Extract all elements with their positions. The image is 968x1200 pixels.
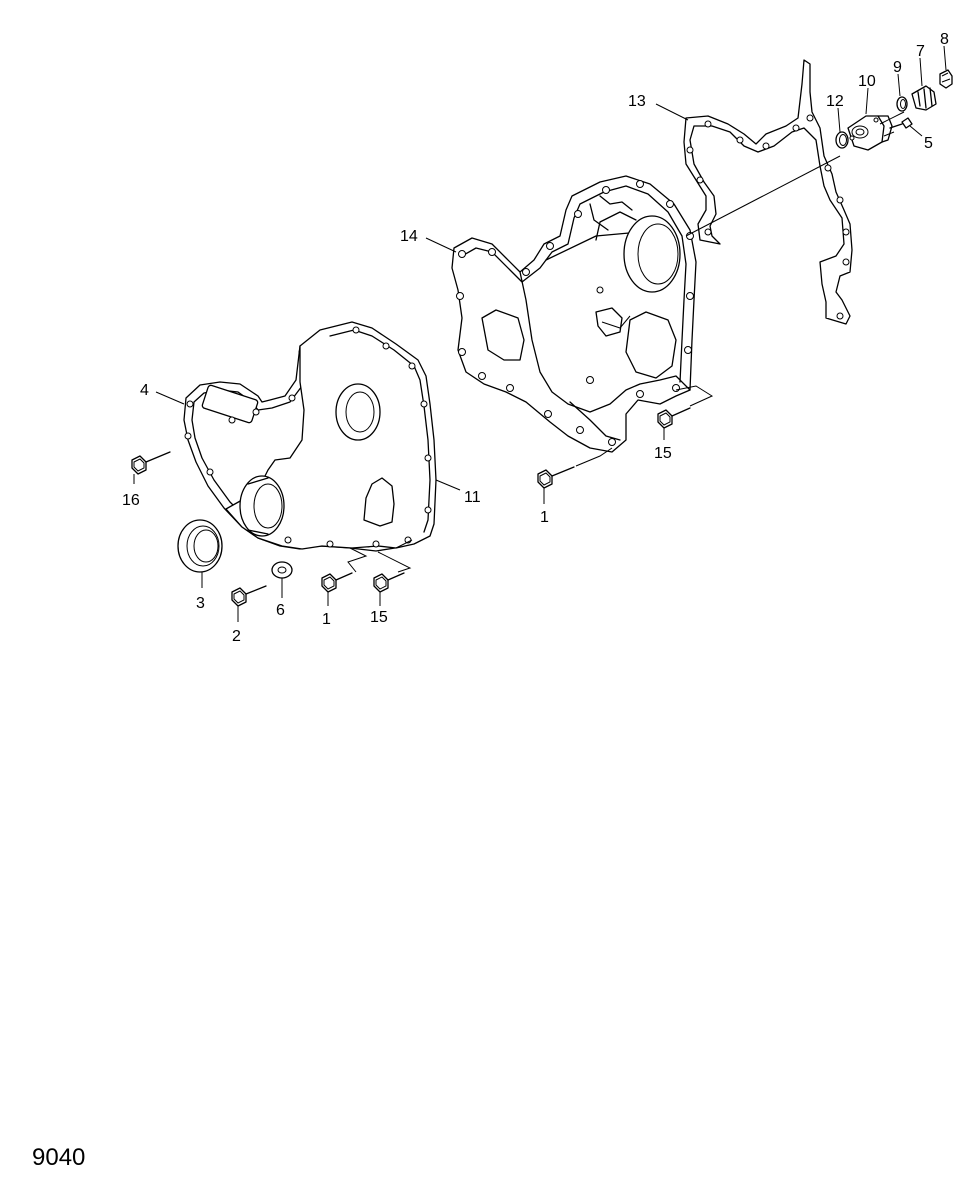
gear-housing[interactable] — [451, 175, 697, 453]
washer[interactable] — [271, 561, 293, 579]
callout-15-rear: 15 — [654, 445, 672, 462]
sensor-body[interactable] — [911, 85, 937, 111]
callout-1-rear: 1 — [540, 509, 549, 526]
sensor-cap[interactable] — [939, 69, 953, 89]
leader-lines — [133, 45, 947, 622]
callout-7: 7 — [916, 43, 925, 60]
drawing-number: 9040 — [32, 1144, 86, 1171]
callout-14: 14 — [400, 228, 418, 245]
callout-5: 5 — [924, 135, 933, 152]
bolt-2[interactable] — [231, 585, 267, 607]
assembly-line-front — [347, 539, 413, 573]
bolt-15-rear[interactable] — [657, 407, 691, 429]
bolt-1-front[interactable] — [321, 572, 353, 593]
assembly-axis-line — [685, 155, 841, 237]
callout-15-front: 15 — [370, 609, 388, 626]
callout-8: 8 — [940, 31, 949, 48]
callout-11: 11 — [464, 489, 481, 506]
callout-13: 13 — [628, 93, 646, 110]
callout-6: 6 — [276, 602, 285, 619]
callout-3: 3 — [196, 595, 205, 612]
o-ring-9[interactable] — [896, 96, 908, 112]
bolt-1-rear[interactable] — [537, 466, 575, 489]
callout-9: 9 — [893, 59, 902, 76]
sensor-housing[interactable] — [847, 115, 893, 151]
callout-12: 12 — [826, 93, 844, 110]
callout-4: 4 — [140, 382, 149, 399]
o-ring-12[interactable] — [835, 131, 849, 149]
bolt-15-front[interactable] — [373, 572, 405, 593]
callout-10: 10 — [858, 73, 876, 90]
callout-16: 16 — [122, 492, 140, 509]
callout-1-front: 1 — [322, 611, 331, 628]
callout-2: 2 — [232, 628, 241, 645]
housing-gasket[interactable] — [683, 59, 853, 325]
sensor-axis-line — [879, 111, 905, 137]
bolt-16[interactable] — [131, 451, 171, 475]
front-cover[interactable] — [225, 321, 437, 550]
assembly-line-rear — [575, 315, 714, 467]
screw-5[interactable] — [889, 117, 913, 129]
crankshaft-seal[interactable] — [177, 519, 223, 573]
